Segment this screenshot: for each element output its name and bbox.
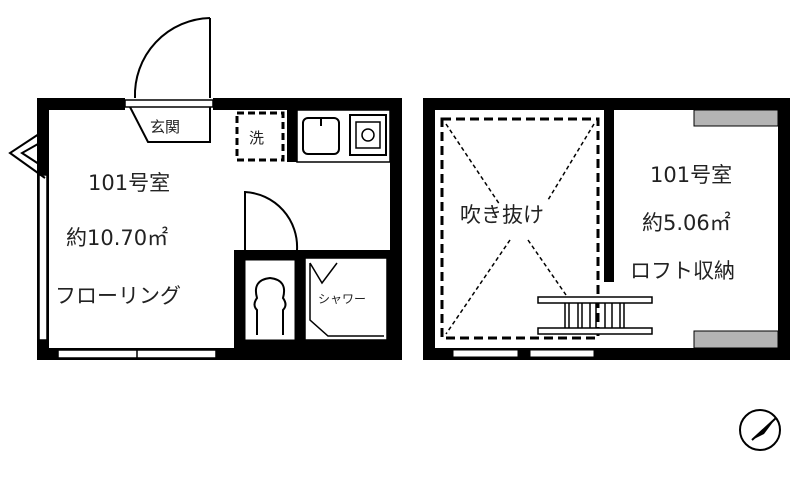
partition-wall <box>604 110 614 282</box>
left-unit: 玄関 洗 シャワー 101号室 約10.70㎡ フローリング <box>8 17 402 360</box>
floor-type: フローリング <box>55 284 181 308</box>
storage-top <box>693 109 779 127</box>
entrance-threshold <box>124 99 214 108</box>
area-left: 約10.70㎡ <box>66 226 168 250</box>
right-bottom-window-2 <box>529 349 595 358</box>
atrium-outline <box>440 117 600 340</box>
stove-icon <box>349 114 387 156</box>
storage-bottom <box>693 330 779 349</box>
area-right: 約5.06㎡ <box>642 211 731 235</box>
ladder-icon <box>537 296 653 335</box>
washer-label: 洗 <box>249 129 264 147</box>
left-window <box>38 174 48 341</box>
bay-window <box>8 129 46 179</box>
washer-space <box>235 111 285 162</box>
room-number-right: 101号室 <box>650 163 732 187</box>
kitchen-wall <box>287 110 297 162</box>
entrance-step <box>129 106 211 143</box>
north-arrow-icon <box>739 409 781 451</box>
shower-room <box>304 257 388 341</box>
kitchen-counter <box>296 109 391 163</box>
right-unit: 吹き抜け 101号室 約5.06㎡ ロフト収納 <box>423 98 790 360</box>
loft-label: ロフト収納 <box>630 259 735 283</box>
entrance-label: 玄関 <box>150 118 180 136</box>
toilet-door-swing <box>244 190 299 251</box>
right-bottom-window-1 <box>452 349 519 358</box>
toilet-icon <box>253 276 287 335</box>
toilet-room <box>244 259 296 341</box>
shower-label: シャワー <box>318 292 366 306</box>
atrium-label: 吹き抜け <box>460 203 544 227</box>
room-number-left: 101号室 <box>88 171 170 195</box>
entrance-door-swing <box>133 17 211 99</box>
